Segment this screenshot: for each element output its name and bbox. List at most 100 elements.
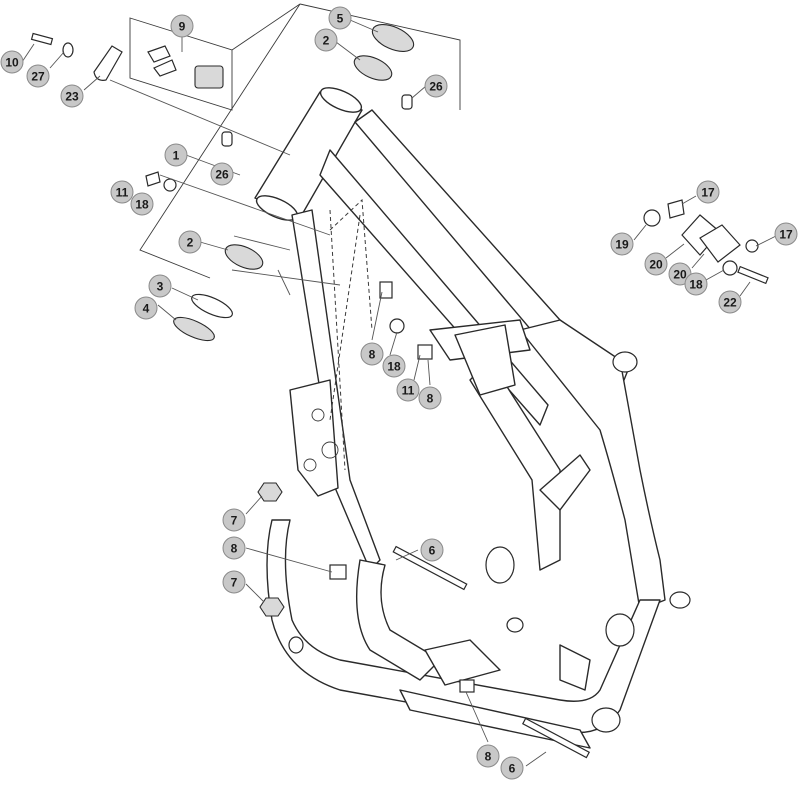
callout-2: 2 xyxy=(178,230,202,254)
callout-11: 11 xyxy=(396,378,420,402)
callout-number: 2 xyxy=(187,236,194,250)
callout-number: 23 xyxy=(65,90,79,104)
callout-7: 7 xyxy=(222,570,246,594)
callout-bubble xyxy=(222,508,246,532)
callout-number: 22 xyxy=(723,296,737,310)
callout-27: 27 xyxy=(26,64,50,88)
seal-ring xyxy=(191,293,233,319)
callout-number: 8 xyxy=(485,750,492,764)
callout-bubble xyxy=(696,180,720,204)
callout-number: 7 xyxy=(231,514,238,528)
callout-18: 18 xyxy=(684,272,708,296)
callout-8: 8 xyxy=(360,342,384,366)
callout-19: 19 xyxy=(610,232,634,256)
callout-number: 26 xyxy=(429,80,443,94)
callout-bubble xyxy=(0,50,24,74)
callout-number: 8 xyxy=(369,348,376,362)
long-bolt-lower xyxy=(521,717,591,759)
callout-bubble xyxy=(610,232,634,256)
callout-number: 27 xyxy=(31,70,45,84)
callout-bubble xyxy=(684,272,708,296)
callout-number: 1 xyxy=(173,149,180,163)
callout-10: 10 xyxy=(0,50,24,74)
callout-bubble xyxy=(774,222,798,246)
callout-8: 8 xyxy=(222,536,246,560)
callout-9: 9 xyxy=(170,14,194,38)
dust-seal xyxy=(173,316,215,342)
callout-number: 10 xyxy=(5,56,19,70)
callout-bubble xyxy=(222,570,246,594)
callout-number: 20 xyxy=(673,268,687,282)
callout-number: 6 xyxy=(429,544,436,558)
callout-number: 4 xyxy=(143,302,150,316)
callout-18: 18 xyxy=(382,354,406,378)
callout-23: 23 xyxy=(60,84,84,108)
lower-cradle xyxy=(266,519,661,734)
callout-bubble xyxy=(134,296,158,320)
callout-bubble xyxy=(476,744,500,768)
callout-bubble xyxy=(164,143,188,167)
callout-26: 26 xyxy=(424,74,448,98)
callout-bubble xyxy=(148,274,172,298)
callout-number: 17 xyxy=(779,228,793,242)
callout-number: 6 xyxy=(509,762,516,776)
callout-bubble xyxy=(718,290,742,314)
callout-number: 2 xyxy=(323,34,330,48)
callout-number: 18 xyxy=(135,198,149,212)
callout-bubble xyxy=(396,378,420,402)
callout-bubble xyxy=(210,162,234,186)
callout-number: 11 xyxy=(116,186,129,200)
callout-number: 7 xyxy=(231,576,238,590)
callout-18: 18 xyxy=(130,192,154,216)
callout-1: 1 xyxy=(164,143,188,167)
callout-20: 20 xyxy=(644,252,668,276)
callout-bubble xyxy=(328,6,352,30)
leader-lines xyxy=(21,19,777,767)
callout-number: 8 xyxy=(231,542,238,556)
callout-number: 11 xyxy=(402,384,415,398)
bearing-cover xyxy=(371,23,415,53)
callout-number: 17 xyxy=(701,186,715,200)
callout-5: 5 xyxy=(328,6,352,30)
callout-bubble xyxy=(360,342,384,366)
callout-number: 3 xyxy=(157,280,164,294)
callout-22: 22 xyxy=(718,290,742,314)
group-outlines xyxy=(129,3,461,279)
callout-11: 11 xyxy=(110,180,134,204)
callout-bubble xyxy=(644,252,668,276)
callout-7: 7 xyxy=(222,508,246,532)
callout-bubble xyxy=(314,28,338,52)
callout-bubble xyxy=(500,756,524,780)
callout-bubble xyxy=(60,84,84,108)
callout-bubble xyxy=(222,536,246,560)
callout-6: 6 xyxy=(500,756,524,780)
callout-17: 17 xyxy=(774,222,798,246)
callout-bubble xyxy=(424,74,448,98)
callout-number: 18 xyxy=(689,278,703,292)
callout-number: 20 xyxy=(649,258,663,272)
callout-number: 26 xyxy=(215,168,229,182)
callout-8: 8 xyxy=(476,744,500,768)
callout-bubble xyxy=(420,538,444,562)
motorcycle-frame xyxy=(254,87,691,749)
callout-number: 9 xyxy=(179,20,186,34)
parts xyxy=(30,23,769,759)
callout-number: 19 xyxy=(615,238,629,252)
bearing-top xyxy=(353,55,393,81)
callout-3: 3 xyxy=(148,274,172,298)
callout-26: 26 xyxy=(210,162,234,186)
callout-bubble xyxy=(110,180,134,204)
callout-number: 5 xyxy=(337,12,344,26)
down-tube xyxy=(291,209,381,571)
callout-bubble xyxy=(418,386,442,410)
bearing-bottom xyxy=(224,244,264,270)
callout-4: 4 xyxy=(134,296,158,320)
callout-bubble xyxy=(170,14,194,38)
callout-bubble xyxy=(26,64,50,88)
callout-6: 6 xyxy=(420,538,444,562)
callout-8: 8 xyxy=(418,386,442,410)
callout-17: 17 xyxy=(696,180,720,204)
callout-layer: 9522610272312611182348181181717192020182… xyxy=(0,6,798,780)
callout-bubble xyxy=(178,230,202,254)
